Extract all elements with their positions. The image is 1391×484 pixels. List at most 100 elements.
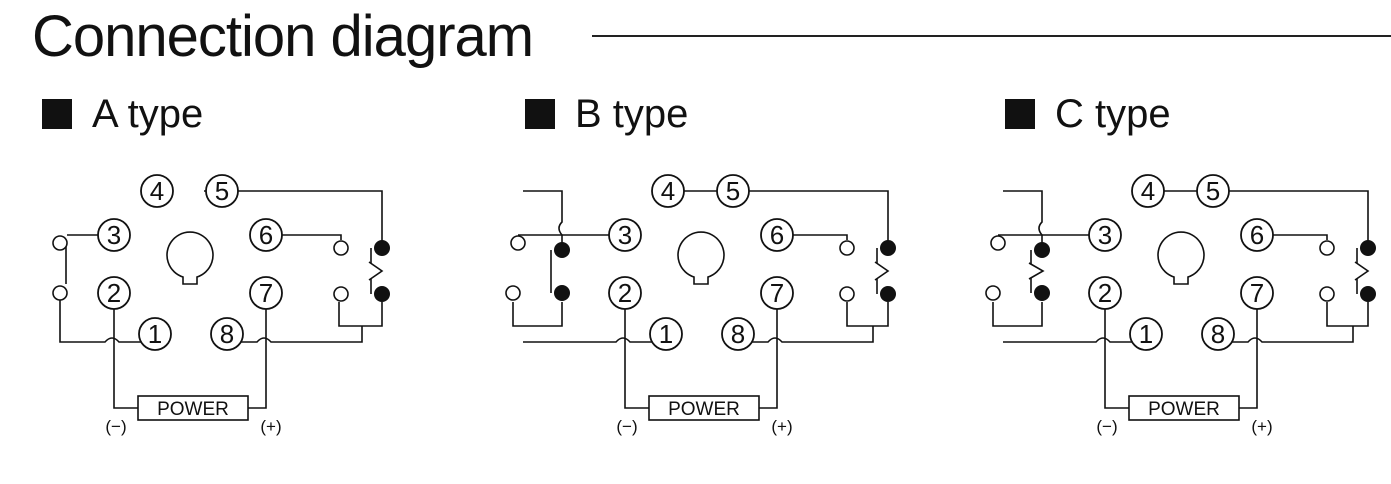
contact-open-icon	[510, 235, 526, 251]
pin-5-circle	[205, 174, 239, 208]
pin-3-label: 3	[107, 220, 121, 250]
contact-open-icon	[52, 285, 68, 301]
panel-header: A type	[42, 90, 203, 138]
contact-closed-icon	[880, 240, 896, 256]
pin-7-circle	[1240, 276, 1274, 310]
panel-header: B type	[525, 90, 688, 138]
wire-pin7-to-power	[759, 309, 778, 409]
pin-7-label: 7	[259, 278, 273, 308]
socket-key-icon	[677, 231, 725, 285]
power-plus-label: (+)	[1251, 417, 1272, 436]
pin-3-label: 3	[1098, 220, 1112, 250]
pin-3-circle	[97, 218, 131, 252]
timer-arrow-icon	[1354, 261, 1370, 281]
wire-pin7-to-power	[1239, 309, 1258, 409]
wire-pin2-to-power	[624, 309, 649, 409]
contact-open-icon	[505, 285, 521, 301]
contact-open-icon	[839, 240, 855, 256]
timer-arrow-icon	[1028, 262, 1045, 280]
panel-title: A type	[92, 91, 204, 136]
timer-arrow-icon	[874, 261, 890, 281]
power-label: POWER	[1148, 399, 1220, 420]
wire-pin5-to-right-switch	[204, 190, 383, 248]
contact-closed-icon	[1360, 240, 1376, 256]
pin-6-circle	[760, 218, 794, 252]
pin-5-label: 5	[726, 176, 740, 206]
wire-right-no-to-common	[338, 302, 383, 327]
wire-pin8-to-right	[752, 326, 874, 343]
pin-2-circle	[608, 276, 642, 310]
pin-6-circle	[1240, 218, 1274, 252]
pin-6-label: 6	[1250, 220, 1264, 250]
pin-6-label: 6	[770, 220, 784, 250]
pin-8-circle	[1201, 317, 1235, 351]
wire-pin6-to-right-nc	[792, 234, 848, 240]
pin-3-circle	[1088, 218, 1122, 252]
pin-1-circle	[649, 317, 683, 351]
square-bullet-icon	[42, 99, 72, 129]
pin-6-label: 6	[259, 220, 273, 250]
contact-open-icon	[990, 235, 1006, 251]
wire-left-to-pin1	[59, 293, 142, 343]
pin-4-label: 4	[150, 176, 164, 206]
power-minus-label: (−)	[1096, 417, 1117, 436]
contact-open-icon	[839, 286, 855, 302]
panel-title: B type	[575, 91, 689, 136]
wire-pin2-to-power	[1104, 309, 1129, 409]
contact-closed-icon	[374, 240, 390, 256]
pin-4-circle	[140, 174, 174, 208]
contact-closed-icon	[880, 286, 896, 302]
power-label: POWER	[157, 399, 229, 420]
pin-8-label: 8	[220, 319, 234, 349]
pin-2-label: 2	[107, 278, 121, 308]
title-rule	[592, 35, 1391, 37]
pin-4-circle	[1131, 174, 1165, 208]
pin-3-circle	[608, 218, 642, 252]
contact-closed-icon	[374, 286, 390, 302]
wire-left-to-pin1	[1003, 337, 1133, 343]
pin-7-circle	[249, 276, 283, 310]
contact-closed-icon	[554, 242, 570, 258]
power-box	[137, 395, 249, 421]
pin-5-circle	[1196, 174, 1230, 208]
power-label: POWER	[668, 399, 740, 420]
contact-open-icon	[333, 240, 349, 256]
socket-key-icon	[166, 231, 214, 285]
contact-open-icon	[52, 235, 68, 251]
power-minus-label: (−)	[616, 417, 637, 436]
pin-5-label: 5	[1206, 176, 1220, 206]
pin-1-circle	[138, 317, 172, 351]
power-minus-label: (−)	[105, 417, 126, 436]
pin-8-circle	[210, 317, 244, 351]
pin-1-circle	[1129, 317, 1163, 351]
power-plus-label: (+)	[260, 417, 281, 436]
pin-6-circle	[249, 218, 283, 252]
contact-open-icon	[1319, 286, 1335, 302]
pin-7-label: 7	[1250, 278, 1264, 308]
wire-left-no-to-common	[992, 302, 1043, 327]
contact-closed-icon	[554, 285, 570, 301]
wire-pin4-to-left-switch	[1003, 190, 1043, 250]
power-box	[1128, 395, 1240, 421]
wire-pin6-to-right-nc	[281, 234, 342, 240]
contact-open-icon	[333, 286, 349, 302]
pin-1-label: 1	[148, 319, 162, 349]
contact-open-icon	[985, 285, 1001, 301]
pin-5-circle	[716, 174, 750, 208]
wire-pin8-to-right	[1232, 326, 1354, 343]
pin-5-label: 5	[215, 176, 229, 206]
pin-7-circle	[760, 276, 794, 310]
power-box	[648, 395, 760, 421]
wire-pin4-to-left-switch	[523, 190, 563, 250]
power-plus-label: (+)	[771, 417, 792, 436]
panel-header: C type	[1005, 90, 1171, 138]
pin-4-label: 4	[1141, 176, 1155, 206]
pin-2-circle	[1088, 276, 1122, 310]
wire-pin8-to-right	[241, 326, 363, 343]
